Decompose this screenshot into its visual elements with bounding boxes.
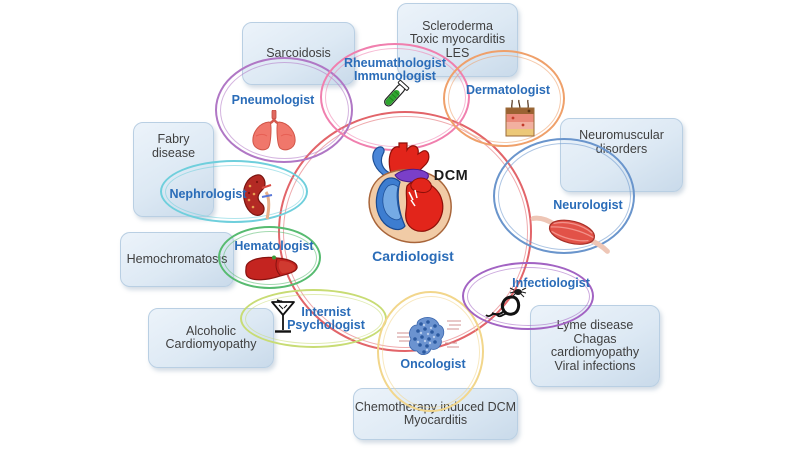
condition-line: LES (445, 45, 470, 60)
tumor-cells-icon (397, 317, 461, 355)
nephrologist-circle (160, 160, 308, 223)
condition-line: Hemochromatosis (126, 251, 228, 266)
condition-line: cardiomyopathy (550, 345, 640, 359)
dcm-label: DCM (433, 168, 469, 184)
skin-icon (505, 99, 535, 137)
infectiologist-label: Infectiologist (512, 276, 590, 290)
hematologist-label: Hematologist (234, 239, 314, 253)
oncologist-label: Oncologist (400, 357, 466, 371)
rheumatologist-label-line1: Rheumathologist (343, 56, 447, 70)
hematologist-circle (218, 226, 321, 289)
dermatologist-circle (443, 50, 565, 147)
martini-glass-icon (271, 299, 295, 333)
condition-line: Fabry (157, 132, 190, 146)
rheumatologist-label-line2: Immunologist (354, 69, 436, 83)
lungs-icon (252, 110, 296, 151)
dermatologist-label: Dermatologist (465, 83, 551, 97)
condition-line: Scleroderma (422, 18, 493, 33)
internist-label-line1: Internist (301, 305, 351, 319)
condition-line: Sarcoidosis (266, 45, 331, 60)
heart-icon (368, 142, 452, 244)
condition-line: Lyme disease (556, 318, 634, 332)
condition-line: Toxic myocarditis (409, 32, 506, 47)
neurologist-label: Neurologist (553, 198, 623, 212)
condition-line: disease (151, 145, 196, 160)
internist-label-line2: Psychologist (287, 318, 365, 332)
cardiologist-label: Cardiologist (372, 248, 454, 264)
liver-icon (245, 255, 298, 281)
condition-line: Alcoholic (185, 323, 237, 338)
condition-line: Cardiomyopathy (165, 337, 257, 351)
muscle-icon (530, 215, 610, 254)
test-tube-icon (384, 80, 410, 107)
internist-psychologist-label: Internist Psychologist (266, 306, 386, 332)
hemochromatosis-box: Hemochromatosis (120, 232, 234, 287)
kidney-icon (242, 174, 273, 220)
oncologist-circle (377, 291, 484, 412)
condition-line: Viral infections (554, 358, 636, 373)
infectiologist-circle (462, 262, 594, 330)
condition-line: Neuromuscular (579, 128, 664, 142)
condition-line: Myocarditis (403, 413, 468, 427)
pneumologist-label: Pneumologist (231, 93, 315, 107)
neurologist-circle (493, 138, 635, 254)
nephrologist-label: Nephrologist (169, 187, 247, 201)
tick-parasite-icon (485, 287, 527, 318)
rheumatologist-label: Rheumathologist Immunologist (334, 57, 456, 83)
condition-line: Chagas (573, 331, 617, 346)
